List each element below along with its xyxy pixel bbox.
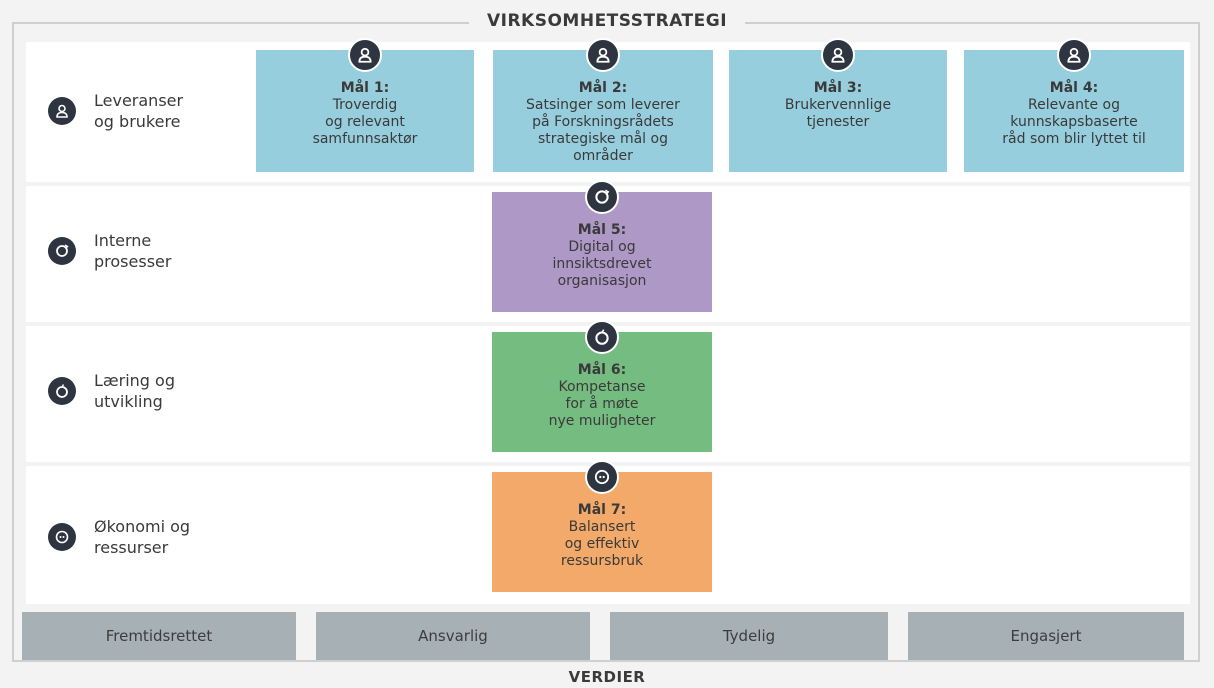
cycle-icon xyxy=(585,180,619,214)
goal-7: Mål 7: Balansert og effektiv ressursbruk xyxy=(492,460,712,592)
coin-icon xyxy=(585,460,619,494)
apple-icon xyxy=(585,320,619,354)
row-label-laering: Læring og utvikling xyxy=(48,370,175,412)
user-icon xyxy=(586,38,620,72)
goal-6: Mål 6: Kompetanse for å møte nye mulighe… xyxy=(492,320,712,452)
goal-4: Mål 4: Relevante og kunnskapsbaserte råd… xyxy=(964,38,1184,172)
row-label-interne: Interne prosesser xyxy=(48,230,171,272)
goal-5: Mål 5: Digital og innsiktsdrevet organis… xyxy=(492,180,712,312)
value-engasjert: Engasjert xyxy=(908,612,1184,660)
row-label-okonomi: Økonomi og ressurser xyxy=(48,516,190,558)
values-title: VERDIER xyxy=(0,668,1214,686)
apple-icon xyxy=(48,377,76,405)
goal-2: Mål 2: Satsinger som leverer på Forsknin… xyxy=(493,38,713,172)
goal-3: Mål 3: Brukervennlige tjenester xyxy=(729,38,947,172)
cycle-icon xyxy=(48,237,76,265)
value-fremtidsrettet: Fremtidsrettet xyxy=(22,612,296,660)
value-ansvarlig: Ansvarlig xyxy=(316,612,590,660)
user-icon xyxy=(348,38,382,72)
row-label-leveranser: Leveranser og brukere xyxy=(48,90,183,132)
coin-icon xyxy=(48,523,76,551)
value-tydelig: Tydelig xyxy=(610,612,888,660)
user-icon xyxy=(48,97,76,125)
user-icon xyxy=(821,38,855,72)
user-icon xyxy=(1057,38,1091,72)
goal-1: Mål 1: Troverdig og relevant samfunnsakt… xyxy=(256,38,474,172)
strategy-title: VIRKSOMHETSSTRATEGI xyxy=(0,11,1214,31)
